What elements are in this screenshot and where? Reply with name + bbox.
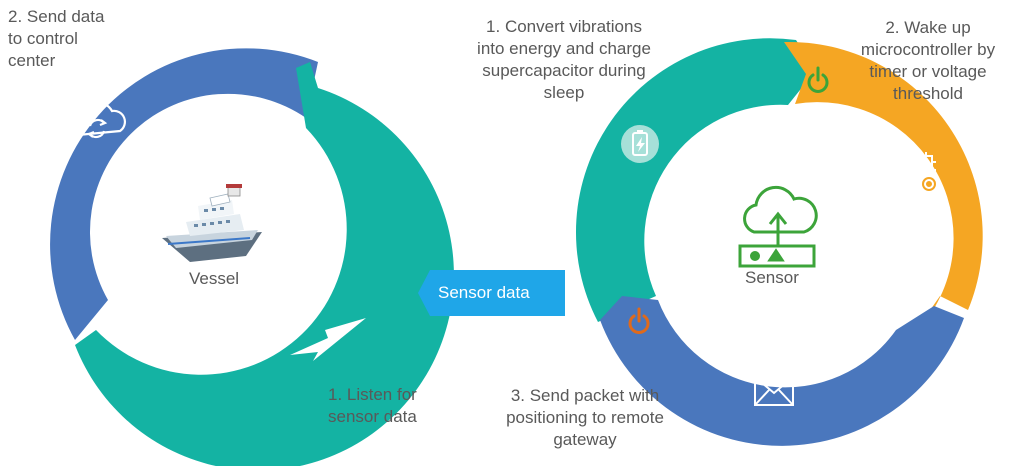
sensor-cycle	[575, 38, 983, 446]
microchip-icon	[900, 152, 938, 193]
vessel-step-listen-label: 1. Listen for sensor data	[328, 385, 417, 426]
sensor-step-send-label: 3. Send packet with positioning to remot…	[506, 386, 664, 449]
vessel-listen-segment	[75, 62, 454, 466]
vessel-center-label: Vessel	[189, 269, 240, 288]
lightning-icon	[290, 318, 366, 361]
sensor-center-label: Sensor	[745, 268, 799, 287]
sensor-wake-segment	[784, 41, 983, 336]
cloud-sync-icon	[71, 101, 127, 139]
power-icon	[807, 66, 829, 93]
sensor-step-convert-label: 1. Convert vibrations into energy and ch…	[477, 17, 651, 102]
vessel-step-send-label: 2. Send data to control center	[8, 7, 105, 70]
ship-icon	[162, 184, 262, 262]
vessel-cycle	[50, 48, 454, 466]
mail-icon	[754, 376, 794, 406]
battery-charge-icon	[621, 125, 659, 163]
vessel-send-segment	[50, 48, 318, 340]
cloud-upload-router-icon	[738, 185, 818, 268]
sensor-convert-segment	[575, 38, 816, 323]
sensor-data-label: Sensor data	[438, 283, 530, 302]
sensor-data-arrow	[418, 270, 565, 316]
power-icon	[628, 307, 650, 334]
sensor-send-segment	[600, 296, 964, 446]
sensor-step-wake-label: 2. Wake up microcontroller by timer or v…	[860, 18, 996, 103]
